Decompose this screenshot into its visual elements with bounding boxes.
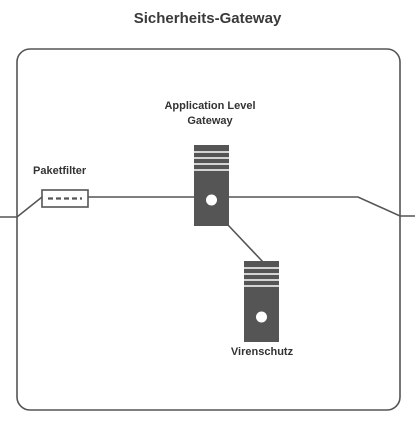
packet-filter-icon: [41, 189, 89, 208]
network-line-gateway-to-virus: [227, 224, 264, 263]
server-icon: [194, 145, 229, 226]
virus-scanner-server-icon: [244, 261, 279, 342]
gateway-boundary: [16, 48, 401, 411]
application-gateway-label: Application Level Gateway: [130, 99, 290, 129]
packet-filter-label: Paketfilter: [33, 165, 87, 177]
diagram-title: Sicherheits-Gateway: [133, 10, 282, 27]
application-gateway-label-line1: Application Level: [164, 100, 256, 112]
virus-scanner-label: Virenschutz: [230, 346, 294, 358]
network-line-outbound: [229, 196, 415, 217]
application-gateway-label-line2: Gateway: [187, 115, 233, 127]
